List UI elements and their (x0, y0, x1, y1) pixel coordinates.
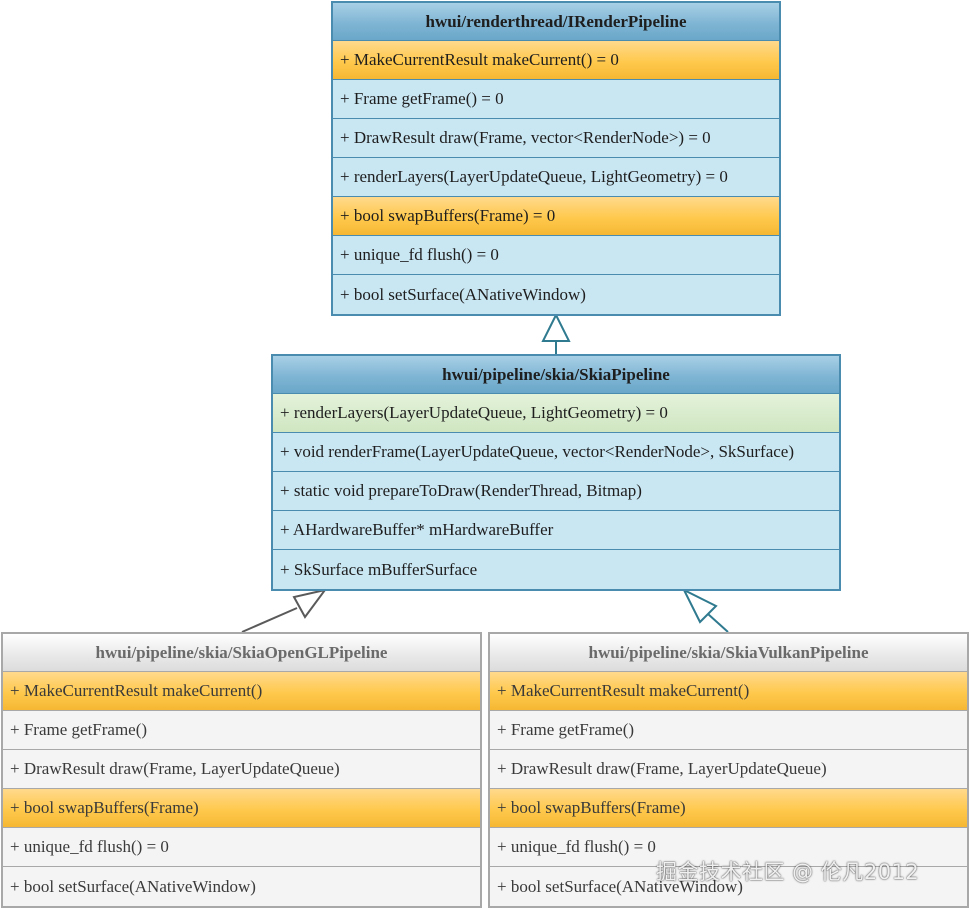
field-row[interactable]: + SkSurface mBufferSurface (280, 559, 478, 579)
field-row[interactable]: + AHardwareBuffer* mHardwareBuffer (273, 511, 839, 550)
method-row[interactable]: + bool setSurface(ANativeWindow) (340, 284, 586, 304)
method-row[interactable]: + unique_fd flush() = 0 (333, 236, 779, 275)
watermark: 掘金技术社区 @ 伦凡2012 (656, 860, 920, 884)
method-row[interactable]: + Frame getFrame() = 0 (333, 80, 779, 119)
method-row[interactable]: + MakeCurrentResult makeCurrent() (3, 672, 480, 711)
class-skiaopenglpipeline[interactable]: hwui/pipeline/skia/SkiaOpenGLPipeline + … (1, 632, 482, 908)
method-row[interactable]: + Frame getFrame() (490, 711, 967, 750)
method-row[interactable]: + static void prepareToDraw(RenderThread… (273, 472, 839, 511)
method-row[interactable]: + bool setSurface(ANativeWindow) (10, 876, 256, 896)
skia-to-irender-arrow (541, 312, 571, 354)
class-title: hwui/renderthread/IRenderPipeline (333, 3, 779, 41)
class-title: hwui/pipeline/skia/SkiaOpenGLPipeline (3, 634, 480, 672)
method-row[interactable]: + unique_fd flush() = 0 (490, 828, 967, 867)
method-row[interactable]: + bool swapBuffers(Frame) (3, 789, 480, 828)
opengl-to-skia-arrow (241, 588, 328, 633)
method-row[interactable]: + bool setSurface(ANativeWindow) (497, 876, 743, 896)
vulkan-to-skia-arrow (681, 587, 729, 633)
method-row[interactable]: + renderLayers(LayerUpdateQueue, LightGe… (273, 394, 839, 433)
class-skiavulkanpipeline[interactable]: hwui/pipeline/skia/SkiaVulkanPipeline + … (488, 632, 969, 908)
method-row[interactable]: + MakeCurrentResult makeCurrent() = 0 (333, 41, 779, 80)
method-row[interactable]: + void renderFrame(LayerUpdateQueue, vec… (273, 433, 839, 472)
method-row[interactable]: + bool swapBuffers(Frame) = 0 (333, 197, 779, 236)
class-irenderpipeline[interactable]: hwui/renderthread/IRenderPipeline + Make… (331, 1, 781, 316)
method-row[interactable]: + Frame getFrame() (3, 711, 480, 750)
method-row[interactable]: + DrawResult draw(Frame, LayerUpdateQueu… (490, 750, 967, 789)
method-row[interactable]: + renderLayers(LayerUpdateQueue, LightGe… (333, 158, 779, 197)
method-row[interactable]: + DrawResult draw(Frame, vector<RenderNo… (333, 119, 779, 158)
class-title: hwui/pipeline/skia/SkiaVulkanPipeline (490, 634, 967, 672)
class-skiapipeline[interactable]: hwui/pipeline/skia/SkiaPipeline + render… (271, 354, 841, 591)
class-title: hwui/pipeline/skia/SkiaPipeline (273, 356, 839, 394)
method-row[interactable]: + MakeCurrentResult makeCurrent() (490, 672, 967, 711)
method-row[interactable]: + unique_fd flush() = 0 (3, 828, 480, 867)
method-row[interactable]: + bool swapBuffers(Frame) (490, 789, 967, 828)
method-row[interactable]: + DrawResult draw(Frame, LayerUpdateQueu… (3, 750, 480, 789)
